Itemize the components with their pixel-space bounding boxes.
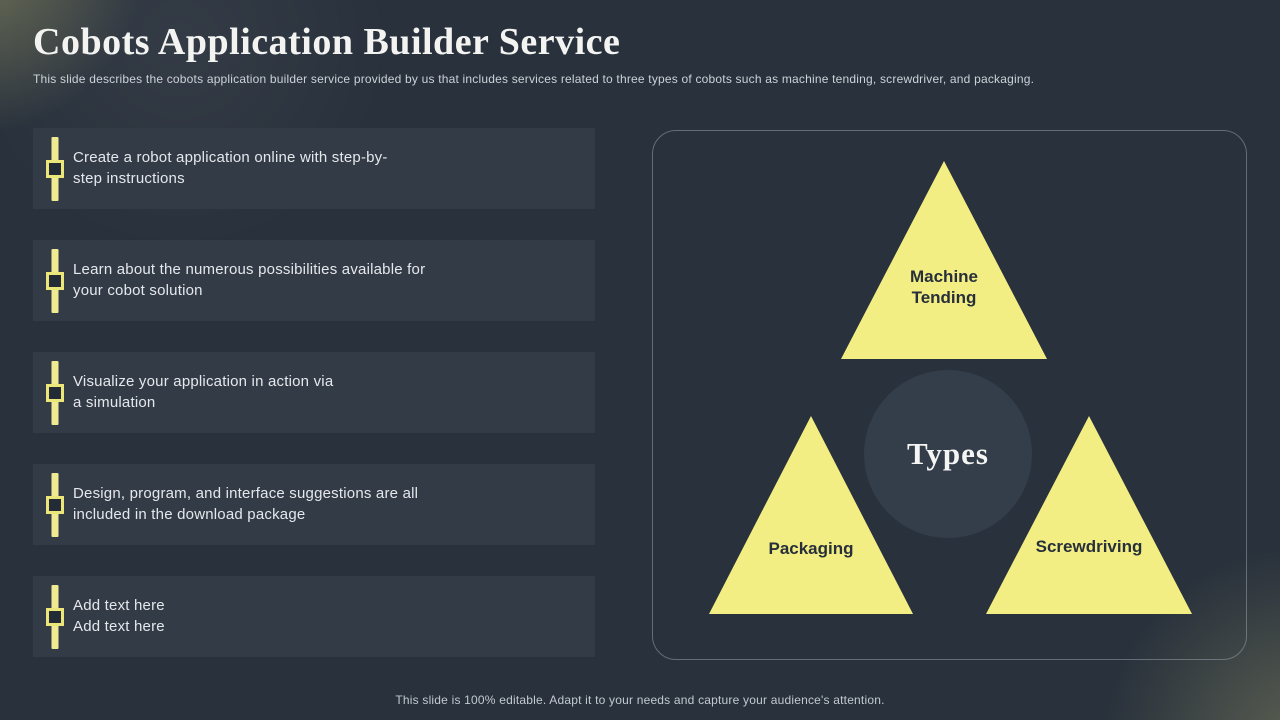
slider-handle bbox=[46, 607, 64, 626]
label-line: Tending bbox=[911, 288, 977, 307]
vertical-slider-icon bbox=[43, 472, 67, 537]
list-item-text: Visualize your application in action via… bbox=[73, 372, 333, 413]
list-item: Design, program, and interface suggestio… bbox=[33, 464, 595, 545]
list-item-text: Add text here Add text here bbox=[73, 596, 165, 637]
packaging-triangle: Packaging bbox=[709, 416, 913, 614]
triangle-shape bbox=[986, 416, 1192, 614]
vertical-slider-icon bbox=[43, 136, 67, 201]
footer-note: This slide is 100% editable. Adapt it to… bbox=[395, 693, 885, 707]
list-item-line: your cobot solution bbox=[73, 281, 203, 299]
list-item-line: Visualize your application in action via bbox=[73, 373, 334, 390]
vertical-slider-icon bbox=[43, 248, 67, 313]
machine-tending-label: Machine Tending bbox=[910, 266, 978, 308]
list-item: Add text here Add text here bbox=[33, 576, 595, 657]
triangle-shape bbox=[841, 161, 1047, 359]
list-item-line: Add text here bbox=[73, 617, 165, 635]
screwdriving-label: Screwdriving bbox=[1035, 537, 1143, 556]
slide-description: This slide describes the cobots applicat… bbox=[33, 72, 1035, 86]
slider-handle bbox=[46, 159, 64, 178]
list-item-text: Learn about the numerous possibilities a… bbox=[73, 260, 425, 301]
list-item-line: step instructions bbox=[73, 169, 185, 187]
machine-tending-triangle: Machine Tending bbox=[841, 161, 1047, 359]
list-item: Visualize your application in action via… bbox=[33, 352, 595, 433]
page-title: Cobots Application Builder Service bbox=[33, 21, 621, 63]
list-item-line: a simulation bbox=[73, 393, 156, 411]
list-item-line: Design, program, and interface suggestio… bbox=[73, 485, 419, 502]
screwdriving-triangle: Screwdriving bbox=[986, 416, 1192, 614]
types-circle: Types bbox=[864, 370, 1032, 538]
list-item-line: Learn about the numerous possibilities a… bbox=[73, 261, 426, 278]
label-line: Machine bbox=[909, 267, 979, 286]
types-diagram-panel: Machine Tending Types Packaging Screwdri… bbox=[652, 130, 1247, 660]
list-item-line: Create a robot application online with s… bbox=[73, 149, 388, 166]
list-item: Create a robot application online with s… bbox=[33, 128, 595, 209]
list-item-line: Add text here bbox=[73, 597, 165, 614]
packaging-label: Packaging bbox=[768, 539, 854, 558]
list-item: Learn about the numerous possibilities a… bbox=[33, 240, 595, 321]
vertical-slider-icon bbox=[43, 584, 67, 649]
list-item-line: included in the download package bbox=[73, 505, 306, 523]
slider-handle bbox=[46, 271, 64, 290]
triangle-shape bbox=[709, 416, 913, 614]
list-item-text: Design, program, and interface suggestio… bbox=[73, 484, 418, 525]
slider-handle bbox=[46, 495, 64, 514]
slider-handle bbox=[46, 383, 64, 402]
list-item-text: Create a robot application online with s… bbox=[73, 148, 388, 189]
types-label: Types bbox=[907, 436, 989, 471]
vertical-slider-icon bbox=[43, 360, 67, 425]
